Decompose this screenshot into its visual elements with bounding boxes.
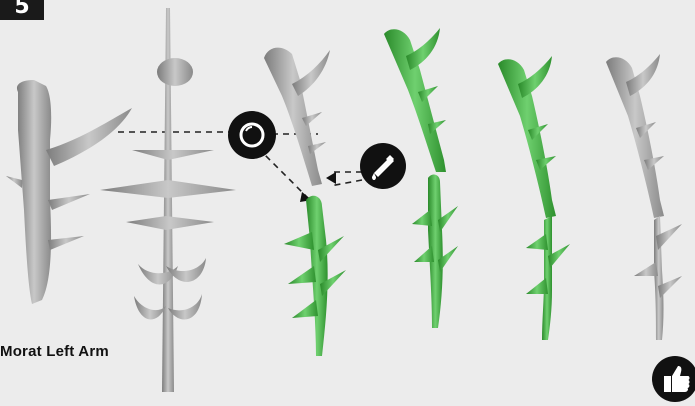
green-sprue-1 [412, 175, 458, 328]
magnifier-icon [228, 111, 276, 159]
right-arm-grey [606, 54, 682, 340]
left-arm-grey [6, 80, 132, 304]
part-label: Morat Left Arm [0, 343, 109, 360]
middle-sprue-green [284, 196, 346, 356]
glue-bottle-icon [360, 143, 406, 189]
sprue-spear [100, 8, 236, 392]
green-arm-2 [498, 56, 570, 340]
arrow-to-arm [326, 172, 336, 184]
thumbs-up-icon [652, 356, 695, 402]
